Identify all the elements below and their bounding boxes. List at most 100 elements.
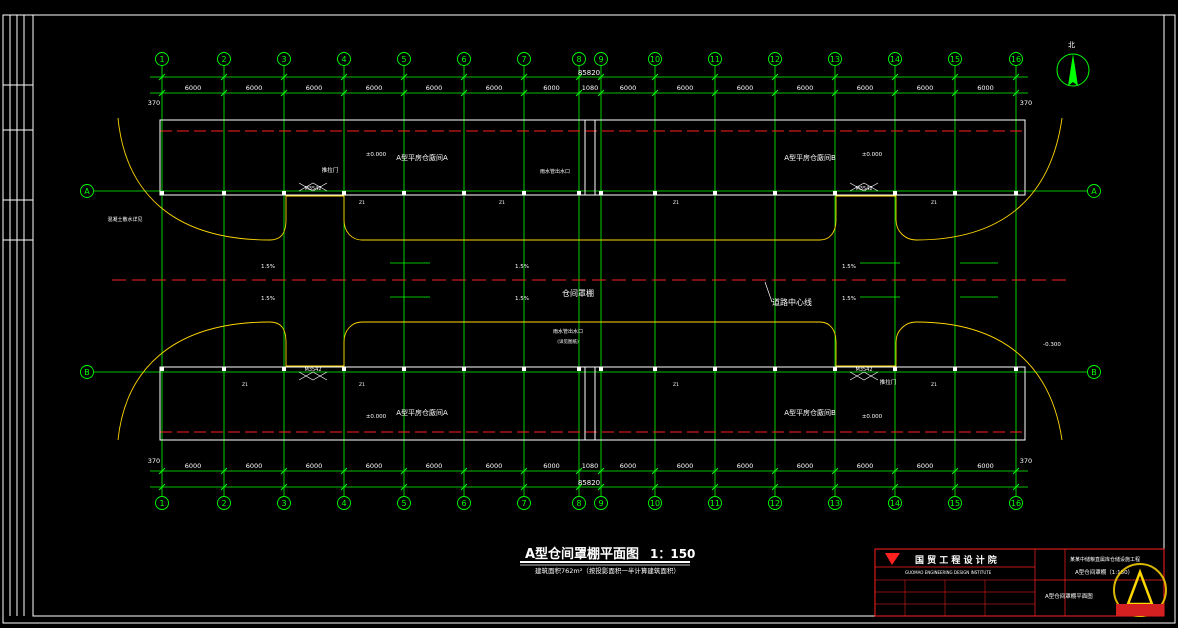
- top-column-6: [522, 191, 526, 195]
- warehouse-a-bottom-label: A型平房仓廒间A: [396, 408, 448, 417]
- sheet-name: A型仓间罩棚（1:150）: [1075, 568, 1133, 576]
- bottom-dim-total-tick-7: [575, 483, 583, 491]
- axis-label-bottom-16: 16: [1011, 499, 1021, 508]
- bottom-column-11: [773, 367, 777, 371]
- bottom-dim-span-8: 6000: [620, 462, 637, 470]
- slope-label-3: 1.5%: [515, 296, 529, 302]
- bottom-dim-tick-2: [280, 467, 288, 475]
- bottom-column-15: [1014, 367, 1018, 371]
- bottom-column-1: [222, 367, 226, 371]
- bottom-building-outline: [159, 366, 1026, 441]
- top-dim-span-2: 6000: [306, 84, 323, 92]
- axis-label-bottom-11: 11: [710, 499, 720, 508]
- top-dim-tick-11: [771, 89, 779, 97]
- axis-bubble-bottom-4: [337, 496, 351, 510]
- drawing-scale: 1：150: [650, 547, 695, 561]
- top-dim-total-tick-5: [460, 73, 468, 81]
- top-dim-span-11: 6000: [797, 84, 814, 92]
- top-right-door-swing: [849, 182, 879, 192]
- axis-label-bottom-7: 7: [521, 499, 526, 508]
- bottom-column-2: [282, 367, 286, 371]
- bottom-dim-span-10: 6000: [737, 462, 754, 470]
- top-dim-tick-12: [831, 89, 839, 97]
- bottom-dim-total: 85820: [578, 479, 600, 487]
- outer-frame: [2, 14, 1176, 624]
- canopy-outline-bottom: [117, 321, 1063, 441]
- bottom-dim-total-tick-12: [831, 483, 839, 491]
- top-left-door-tag: M3542: [304, 186, 321, 192]
- bottom-dim-total-tick-2: [280, 483, 288, 491]
- column-tag-3: Z1: [931, 200, 937, 206]
- bottom-edge-dim-right: 370: [1020, 457, 1032, 465]
- downpipe-top-label: 雨水管出水口: [540, 168, 570, 175]
- top-dim-total-tick-3: [340, 73, 348, 81]
- axis-bubble-bottom-9: [594, 496, 608, 510]
- axis-bubble-bottom-3: [277, 496, 291, 510]
- top-dim-span-13: 6000: [917, 84, 934, 92]
- bottom-column-0: [160, 367, 164, 371]
- axis-label-top-11: 11: [710, 55, 720, 64]
- top-column-15: [1014, 191, 1018, 195]
- top-column-0: [160, 191, 164, 195]
- axis-label-bottom-15: 15: [950, 499, 960, 508]
- bottom-dim-span-12: 6000: [857, 462, 874, 470]
- elev-top-a: ±0.000: [366, 152, 387, 158]
- slope-label-4: 1.5%: [842, 264, 856, 270]
- axis-label-top-12: 12: [770, 55, 780, 64]
- row-bubble-right-B: [1087, 365, 1101, 379]
- top-dim-total: 85820: [578, 69, 600, 77]
- bottom-dim-tick-4: [400, 467, 408, 475]
- bottom-column-13: [893, 367, 897, 371]
- axis-label-top-7: 7: [521, 55, 526, 64]
- bottom-dim-span-7: 1080: [582, 462, 599, 470]
- north-arrow: 北: [1056, 41, 1090, 87]
- tb-drawing-name: A型仓间罩棚平面图: [1045, 592, 1093, 600]
- axis-bubble-top-5: [397, 52, 411, 66]
- institute-en: GUOMAO ENGINEERING DESIGN INSTITUTE: [905, 570, 992, 575]
- top-dim-total-tick-4: [400, 73, 408, 81]
- bottom-column-12: [833, 367, 837, 371]
- slope-label-5: 1.5%: [842, 296, 856, 302]
- column-tag-0: Z1: [359, 200, 365, 206]
- top-dim-span-14: 6000: [977, 84, 994, 92]
- road-center-label: 道路中心线: [772, 297, 812, 307]
- door-top-left-label: 推拉门: [322, 166, 339, 174]
- axis-bubble-bottom-1: [155, 496, 169, 510]
- axis-label-top-14: 14: [890, 55, 900, 64]
- top-column-1: [222, 191, 226, 195]
- axis-bubble-bottom-16: [1009, 496, 1023, 510]
- drawing-subtitle: 建筑面积762m²（按投影面积一半计算建筑面积）: [535, 566, 680, 575]
- bottom-column-8: [599, 367, 603, 371]
- door-bottom-right-label: 推拉门: [880, 378, 897, 386]
- axis-bubble-top-1: [155, 52, 169, 66]
- bottom-dim-span-6: 6000: [543, 462, 560, 470]
- slope-label-0: 1.5%: [261, 264, 275, 270]
- axis-bubble-bottom-14: [888, 496, 902, 510]
- axis-label-bottom-1: 1: [159, 499, 164, 508]
- axis-bubble-bottom-11: [708, 496, 722, 510]
- top-dim-tick-8: [597, 89, 605, 97]
- top-dim-tick-13: [891, 89, 899, 97]
- bottom-dim-total-tick-0: [158, 483, 166, 491]
- bottom-column-7: [577, 367, 581, 371]
- axis-label-bottom-2: 2: [221, 499, 226, 508]
- axis-label-bottom-4: 4: [341, 499, 346, 508]
- bottom-column-10: [713, 367, 717, 371]
- row-label-left-A: A: [84, 187, 90, 196]
- axis-label-top-2: 2: [221, 55, 226, 64]
- axis-bubble-top-16: [1009, 52, 1023, 66]
- axis-label-bottom-8: 8: [576, 499, 581, 508]
- top-dim-total-tick-6: [520, 73, 528, 81]
- downpipe-bottom-sublabel: (详见图纸): [557, 338, 579, 345]
- axis-bubble-top-12: [768, 52, 782, 66]
- top-dim-total-tick-11: [771, 73, 779, 81]
- top-dim-span-3: 6000: [366, 84, 383, 92]
- bottom-dim-tick-1: [220, 467, 228, 475]
- left-margin-strip: [3, 15, 33, 616]
- bottom-dim-tick-14: [951, 467, 959, 475]
- axis-bubble-top-7: [517, 52, 531, 66]
- top-dim-tick-2: [280, 89, 288, 97]
- top-column-4: [402, 191, 406, 195]
- institute-name: 国 贸 工 程 设 计 院: [915, 554, 997, 566]
- top-dim-span-0: 6000: [185, 84, 202, 92]
